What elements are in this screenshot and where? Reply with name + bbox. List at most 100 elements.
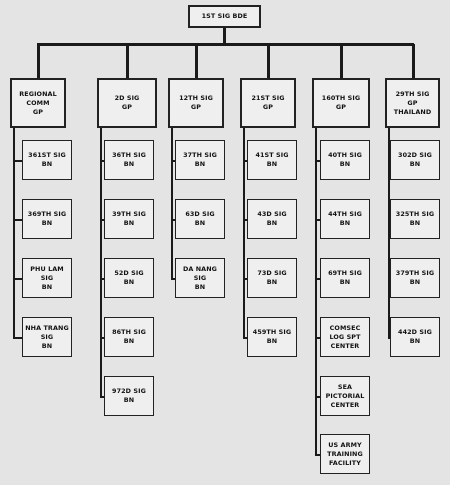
drop-line-col0 [37, 44, 40, 78]
unit-label: 37TH SIG BN [183, 151, 217, 168]
tick-col5-2 [388, 278, 390, 280]
unit-label: 972D SIG BN [112, 387, 146, 404]
group-label: 160TH SIG GP [321, 94, 361, 111]
unit-node: PHU LAM SIG BN [22, 258, 72, 298]
unit-node: 43D SIG BN [247, 199, 297, 239]
unit-label: 73D SIG BN [257, 269, 287, 286]
unit-label: 41ST SIG BN [255, 151, 289, 168]
unit-node: 325TH SIG BN [390, 199, 440, 239]
tick-col4-2 [315, 278, 320, 280]
unit-label: 379TH SIG BN [395, 269, 435, 286]
tick-col1-0 [100, 160, 104, 162]
unit-label: 302D SIG BN [398, 151, 432, 168]
unit-node: 40TH SIG BN [320, 140, 370, 180]
tick-col3-1 [243, 219, 247, 221]
unit-node: 86TH SIG BN [104, 317, 154, 357]
tick-col1-1 [100, 219, 104, 221]
unit-node: 73D SIG BN [247, 258, 297, 298]
unit-label: 459TH SIG BN [252, 328, 292, 345]
unit-label: NHA TRANG SIG BN [25, 323, 69, 350]
unit-label: SEA PICTORIAL CENTER [325, 382, 365, 409]
unit-node: 442D SIG BN [390, 317, 440, 357]
group-label: REGIONAL COMM GP [19, 89, 57, 116]
unit-label: 361ST SIG BN [28, 151, 66, 168]
drop-line-col2 [195, 44, 198, 78]
unit-node: SEA PICTORIAL CENTER [320, 376, 370, 416]
tick-col4-4 [315, 396, 320, 398]
unit-label: 86TH SIG BN [112, 328, 146, 345]
unit-node: 36TH SIG BN [104, 140, 154, 180]
drop-line-col1 [126, 44, 129, 78]
unit-label: 36TH SIG BN [112, 151, 146, 168]
unit-label: DA NANG SIG BN [182, 264, 218, 291]
tick-col2-0 [171, 160, 175, 162]
tick-col0-3 [13, 337, 22, 339]
group-label: 21ST SIG GP [251, 94, 285, 111]
spine-col1 [100, 128, 102, 396]
spine-col2 [171, 128, 173, 278]
root-label: 1ST SIG BDE [201, 12, 248, 20]
unit-node: 379TH SIG BN [390, 258, 440, 298]
root-connector [223, 28, 226, 45]
tick-col0-0 [13, 160, 22, 162]
tick-col0-1 [13, 219, 22, 221]
unit-label: US ARMY TRAINING FACILITY [327, 440, 363, 467]
unit-label: 369TH SIG BN [27, 210, 67, 227]
unit-node: 37TH SIG BN [175, 140, 225, 180]
group-node-col3: 21ST SIG GP [240, 78, 296, 128]
tick-col2-1 [171, 219, 175, 221]
unit-node: 361ST SIG BN [22, 140, 72, 180]
tick-col3-2 [243, 278, 247, 280]
tick-col5-0 [388, 160, 390, 162]
group-label: 2D SIG GP [114, 94, 140, 111]
unit-node: 63D SIG BN [175, 199, 225, 239]
tick-col1-3 [100, 337, 104, 339]
tick-col1-2 [100, 278, 104, 280]
tick-col2-2 [171, 278, 175, 280]
unit-label: 43D SIG BN [257, 210, 287, 227]
unit-label: 44TH SIG BN [328, 210, 362, 227]
spine-col4 [315, 128, 317, 454]
group-node-col1: 2D SIG GP [97, 78, 157, 128]
tick-col4-3 [315, 337, 320, 339]
spine-col3 [243, 128, 245, 337]
unit-node: 39TH SIG BN [104, 199, 154, 239]
unit-node: US ARMY TRAINING FACILITY [320, 434, 370, 474]
group-node-col2: 12TH SIG GP [168, 78, 224, 128]
drop-line-col5 [411, 44, 415, 78]
unit-node: DA NANG SIG BN [175, 258, 225, 298]
group-label: 29TH SIG GP THAILAND [393, 89, 432, 116]
unit-label: PHU LAM SIG BN [30, 264, 64, 291]
unit-label: 69TH SIG BN [328, 269, 362, 286]
unit-label: COMSEC LOG SPT CENTER [329, 323, 361, 350]
unit-node: 52D SIG BN [104, 258, 154, 298]
unit-node: 44TH SIG BN [320, 199, 370, 239]
tick-col3-3 [243, 337, 247, 339]
tick-col0-2 [13, 278, 22, 280]
tick-col4-0 [315, 160, 320, 162]
drop-line-col3 [267, 44, 270, 78]
group-node-col4: 160TH SIG GP [312, 78, 370, 128]
root-node-1st-sig-bde: 1ST SIG BDE [188, 5, 261, 28]
group-node-col5: 29TH SIG GP THAILAND [385, 78, 440, 128]
unit-node: 302D SIG BN [390, 140, 440, 180]
unit-node: 369TH SIG BN [22, 199, 72, 239]
tick-col4-5 [315, 454, 320, 456]
unit-node: 972D SIG BN [104, 376, 154, 416]
spine-col5 [388, 128, 390, 337]
tick-col4-1 [315, 219, 320, 221]
unit-node: 41ST SIG BN [247, 140, 297, 180]
unit-label: 325TH SIG BN [395, 210, 435, 227]
group-node-col0: REGIONAL COMM GP [10, 78, 66, 128]
drop-line-col4 [340, 44, 343, 78]
unit-node: 69TH SIG BN [320, 258, 370, 298]
unit-label: 52D SIG BN [114, 269, 144, 286]
unit-node: 459TH SIG BN [247, 317, 297, 357]
unit-label: 40TH SIG BN [328, 151, 362, 168]
unit-node: COMSEC LOG SPT CENTER [320, 317, 370, 357]
group-label: 12TH SIG GP [179, 94, 213, 111]
spine-col0 [13, 128, 15, 337]
bus-line [37, 43, 414, 46]
unit-label: 63D SIG BN [185, 210, 215, 227]
